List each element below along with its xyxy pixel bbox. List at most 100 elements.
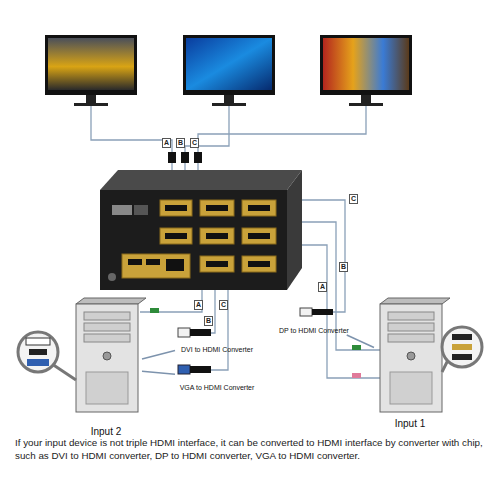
drive-bay bbox=[84, 312, 130, 320]
hdmi-port bbox=[165, 233, 187, 239]
magnifier-lens bbox=[18, 332, 58, 372]
monitor-base bbox=[212, 103, 246, 106]
vent-grille bbox=[86, 372, 128, 404]
monitor-stand bbox=[224, 95, 234, 103]
dp-plug bbox=[300, 308, 312, 316]
dvi-plug bbox=[178, 328, 190, 337]
converter-label: DVI to HDMI Converter bbox=[181, 346, 253, 354]
hdmi-cable bbox=[211, 290, 228, 370]
usb-port bbox=[166, 259, 184, 271]
input-label: Input 1 bbox=[395, 418, 426, 430]
audio-plug bbox=[150, 308, 159, 313]
magnifier-handle bbox=[52, 364, 76, 380]
monitor-screen bbox=[186, 38, 272, 90]
hdmi-port bbox=[248, 261, 270, 267]
callout-letter: A bbox=[194, 300, 203, 310]
monitor-screen bbox=[48, 38, 134, 90]
converter-body bbox=[312, 309, 333, 315]
hdmi-plug bbox=[194, 152, 202, 163]
hdmi-port bbox=[206, 261, 228, 267]
converter-label: VGA to HDMI Converter bbox=[180, 384, 255, 392]
callout-letter: A bbox=[318, 282, 327, 292]
drive-bay bbox=[84, 334, 130, 342]
hdmi-port bbox=[242, 256, 276, 272]
hdmi-port bbox=[248, 205, 270, 211]
converter-node: VGA to HDMI Converter bbox=[175, 364, 259, 392]
monitor-base bbox=[74, 103, 108, 106]
monitor-bezel bbox=[183, 35, 275, 95]
hdmi-port bbox=[242, 200, 276, 216]
callout-letter: B bbox=[339, 262, 348, 272]
hdmi-plug bbox=[181, 152, 189, 163]
hdmi-cable bbox=[302, 200, 345, 312]
hdmi-port bbox=[206, 205, 228, 211]
monitor-stand bbox=[86, 95, 96, 103]
computer-node: Input 2 bbox=[70, 298, 142, 438]
callout-letter: A bbox=[162, 138, 171, 148]
hdmi-cable bbox=[302, 245, 380, 378]
hdmi-port-icon bbox=[452, 354, 472, 360]
switch-side bbox=[287, 170, 302, 290]
dc-jack bbox=[108, 273, 116, 281]
hdmi-port bbox=[200, 256, 234, 272]
drive-bay bbox=[388, 334, 434, 342]
cable-connector bbox=[142, 351, 175, 359]
converter-body bbox=[190, 366, 211, 373]
cable-line bbox=[347, 335, 374, 348]
audio-plug bbox=[352, 373, 361, 378]
callout-letter: C bbox=[219, 300, 228, 310]
caption-text: If your input device is not triple HDMI … bbox=[15, 436, 485, 462]
pc-top bbox=[380, 298, 450, 304]
callout-letter: C bbox=[190, 138, 199, 148]
hdmi-port bbox=[160, 200, 192, 216]
callout-letter: C bbox=[349, 194, 358, 204]
pc-tower bbox=[76, 304, 138, 412]
hdmi-port bbox=[200, 228, 234, 244]
vga-port-icon bbox=[27, 359, 49, 366]
monitor-base bbox=[349, 103, 383, 106]
hdmi-port bbox=[165, 205, 187, 211]
hdmi-cable bbox=[198, 106, 366, 152]
callout-letter: B bbox=[204, 316, 213, 326]
hdmi-port bbox=[242, 228, 276, 244]
switch-top bbox=[100, 170, 302, 190]
cable-connector bbox=[347, 335, 374, 348]
converter-label: DP to HDMI Converter bbox=[279, 327, 349, 335]
usb-panel bbox=[122, 254, 190, 278]
pc-tower bbox=[380, 304, 442, 412]
cable-line bbox=[142, 351, 175, 359]
monitor-bezel bbox=[45, 35, 137, 95]
vga-plug bbox=[178, 365, 190, 374]
dp-port-icon bbox=[452, 334, 472, 340]
hdmi-port bbox=[160, 228, 192, 244]
hdmi-cable bbox=[140, 290, 202, 312]
hdmi-port-icon bbox=[29, 349, 47, 355]
audio-plug bbox=[352, 345, 361, 350]
usb-port bbox=[146, 259, 160, 265]
monitor-stand bbox=[361, 95, 371, 103]
computer-node: Input 1 bbox=[374, 298, 446, 430]
vent-grille bbox=[390, 372, 432, 404]
converter-node: DP to HDMI Converter bbox=[272, 305, 356, 335]
hdmi-cable bbox=[185, 106, 229, 152]
switch-front bbox=[100, 190, 287, 290]
monitor-bezel bbox=[320, 35, 412, 95]
hdmi-cable bbox=[91, 106, 172, 152]
cable-connector bbox=[142, 371, 175, 374]
hdmi-plug bbox=[168, 152, 176, 163]
callout-letter: B bbox=[176, 138, 185, 148]
power-button bbox=[407, 352, 415, 360]
hdmi-port-icon bbox=[452, 344, 472, 350]
monitor-screen bbox=[323, 38, 409, 90]
input-label: Input 2 bbox=[91, 426, 122, 438]
hdmi-cable bbox=[211, 290, 215, 333]
converter-body bbox=[190, 329, 211, 336]
drive-bay bbox=[84, 323, 130, 331]
hdmi-port bbox=[206, 233, 228, 239]
power-switch bbox=[112, 205, 132, 215]
magnifier-lens bbox=[442, 327, 482, 367]
power-button bbox=[103, 352, 111, 360]
